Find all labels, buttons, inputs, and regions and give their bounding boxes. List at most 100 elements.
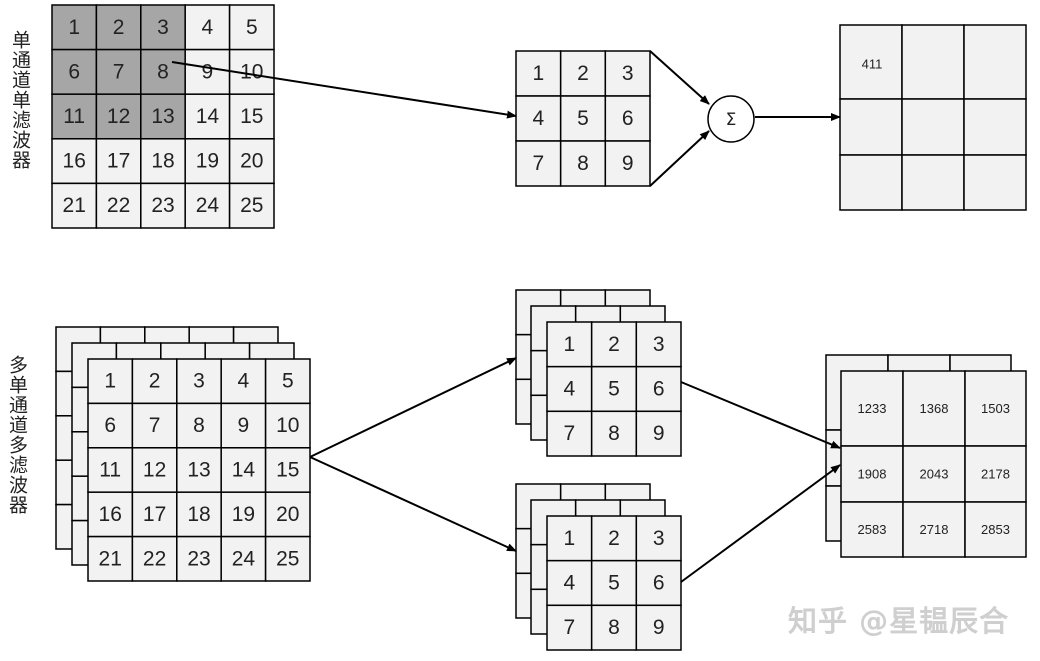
grid-cell [95, 138, 142, 185]
cell-value: 9 [653, 422, 665, 445]
grid-cell [87, 447, 134, 493]
cell-value: 23 [151, 194, 174, 217]
grid-cell [515, 95, 562, 142]
grid-cell [131, 535, 178, 582]
cell-value: 6 [622, 107, 634, 130]
grid-cell [963, 98, 1027, 156]
cell-value: 25 [240, 194, 263, 217]
cell-value: 19 [196, 150, 219, 173]
cell-value: 5 [282, 370, 294, 393]
grid-cell [140, 48, 186, 95]
grid-cell [87, 358, 134, 405]
grid-cell [546, 515, 593, 562]
cell-value: 2 [608, 333, 620, 356]
grid-cell [184, 138, 231, 185]
cell-value: 9 [238, 414, 250, 437]
grid-cell [901, 98, 965, 156]
cell-value: 8 [193, 414, 205, 437]
cell-value: 8 [608, 616, 620, 639]
grid-cell [902, 445, 966, 503]
cell-value: 3 [653, 333, 665, 356]
sum-symbol: Σ [726, 110, 737, 130]
grid-cell [87, 491, 134, 538]
cell-value: 411 [862, 57, 883, 72]
grid-cell [176, 491, 222, 538]
arrow-kernel-top-to-output [680, 381, 841, 449]
cell-value: 17 [143, 503, 166, 526]
cell-value: 5 [608, 378, 620, 401]
cell-value: 2 [577, 62, 589, 85]
grid-cell [51, 48, 98, 95]
cell-value: 20 [240, 150, 263, 173]
single-output-grid: 411 [839, 24, 1027, 211]
grid-cell [176, 447, 222, 493]
cell-value: 13 [151, 105, 174, 128]
grid-cell [220, 358, 267, 405]
grid-cell [963, 24, 1027, 100]
grid-cell [840, 370, 904, 447]
arrow-input-to-kernel-bottom [309, 456, 517, 552]
cell-value: 15 [276, 459, 299, 482]
cell-value: 8 [157, 60, 169, 83]
cell-value: 23 [187, 547, 210, 570]
grid-cell [546, 559, 593, 607]
grid-cell [140, 182, 186, 229]
cell-value: 4 [202, 16, 214, 39]
grid-cell [590, 515, 638, 562]
cell-value: 2853 [981, 522, 1010, 537]
grid-cell [220, 447, 267, 493]
cell-value: 10 [240, 60, 263, 83]
cell-value: 9 [653, 616, 665, 639]
cell-value: 3 [157, 16, 169, 39]
cell-value: 16 [63, 150, 86, 173]
grid-cell [51, 4, 98, 51]
grid-cell [635, 410, 682, 457]
cell-value: 1368 [920, 401, 949, 416]
grid-cell [839, 24, 903, 100]
cell-value: 6 [653, 572, 665, 595]
grid-cell [964, 501, 1027, 558]
cell-value: 7 [563, 616, 575, 639]
grid-cell [840, 445, 904, 503]
cell-value: 5 [246, 16, 258, 39]
cell-value: 21 [99, 547, 122, 570]
cell-value: 22 [107, 194, 130, 217]
cell-value: 7 [563, 422, 575, 445]
cell-value: 6 [104, 414, 116, 437]
cell-value: 1 [563, 333, 575, 356]
arrow-kernel-bottom-to-output [680, 464, 841, 583]
grid-cell [264, 447, 311, 493]
cell-value: 8 [608, 422, 620, 445]
cell-value: 9 [202, 60, 214, 83]
single-channel-label: 单通道单滤波器 [9, 30, 31, 170]
cell-value: 4 [238, 370, 250, 393]
cell-value: 20 [276, 503, 299, 526]
cell-value: 12 [107, 105, 130, 128]
arrow-kernel-top-to-sum [649, 50, 710, 105]
cell-value: 17 [107, 150, 130, 173]
cell-value: 5 [608, 572, 620, 595]
cell-value: 4 [532, 107, 544, 130]
cell-value: 2 [113, 16, 125, 39]
grid-cell [839, 98, 903, 156]
grid-cell [131, 491, 178, 538]
grid-cell [963, 154, 1027, 211]
cell-value: 6 [653, 378, 665, 401]
cell-value: 18 [151, 150, 174, 173]
cell-value: 1 [68, 16, 80, 39]
cell-value: 13 [187, 459, 210, 482]
cell-value: 2718 [920, 522, 949, 537]
grid-cell [902, 501, 966, 558]
grid-cell [264, 402, 311, 449]
grid-cell [546, 410, 593, 457]
cell-value: 14 [232, 459, 256, 482]
grid-cell [95, 93, 142, 140]
cell-value: 1908 [858, 467, 887, 482]
grid-cell [590, 559, 638, 607]
grid-cell [901, 24, 965, 100]
cell-value: 12 [143, 459, 166, 482]
grid-cell [604, 95, 651, 142]
cell-value: 1 [563, 527, 575, 550]
